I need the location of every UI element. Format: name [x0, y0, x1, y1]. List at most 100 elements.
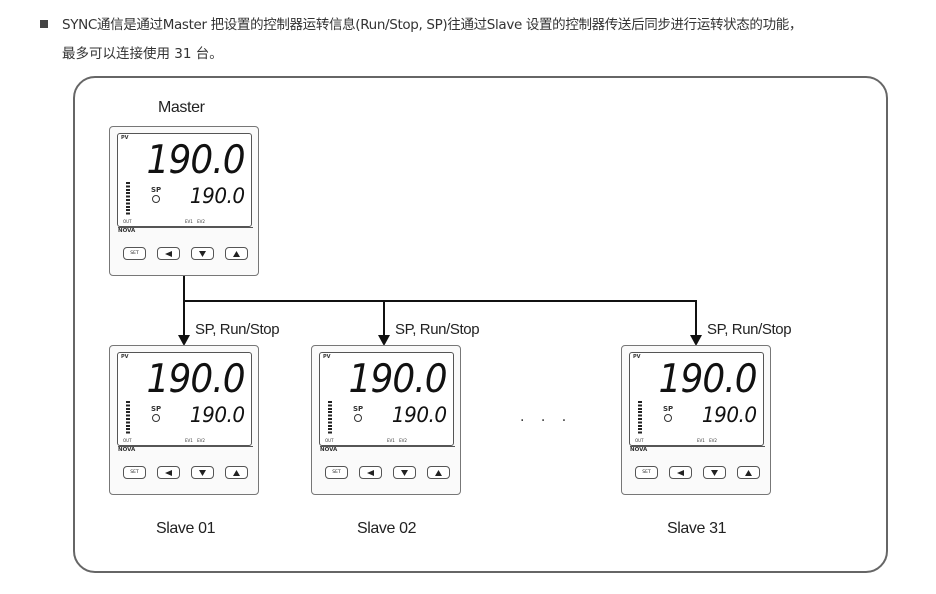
sp-tag: SP [663, 405, 674, 413]
slave-controller-01: PV 190.0 SP 190.0 OUT EV1 EV2 NOVA SET [109, 345, 259, 495]
set-button[interactable]: SET [123, 466, 146, 479]
triangle-left-icon [367, 469, 374, 476]
output-bargraph [638, 401, 642, 434]
triangle-left-icon [165, 250, 172, 257]
controller-housing: PV 190.0 SP 190.0 OUT EV1 EV2 NOVA SET [311, 345, 461, 495]
controller-housing: PV 190.0 SP 190.0 OUT EV1 EV2 NOVA SET [621, 345, 771, 495]
set-button[interactable]: SET [635, 466, 658, 479]
button-row: SET [635, 466, 761, 480]
left-button[interactable] [359, 466, 382, 479]
ev-tags: EV1 EV2 [185, 438, 205, 443]
signal-label-slave02: SP, Run/Stop [395, 321, 480, 338]
slave02-drop-wire [383, 300, 385, 336]
out-tag: OUT [325, 438, 334, 443]
brand-label: NOVA [320, 446, 455, 453]
intro-line-2: 最多可以连接使用 31 台。 [62, 46, 223, 62]
up-button[interactable] [225, 466, 248, 479]
up-button[interactable] [225, 247, 248, 260]
intro-line-1: SYNC通信是通过Master 把设置的控制器运转信息(Run/Stop, SP… [62, 17, 803, 33]
brand-label: NOVA [630, 446, 765, 453]
set-button[interactable]: SET [123, 247, 146, 260]
clock-icon [152, 195, 160, 203]
diagram-frame [73, 76, 888, 573]
arrow-down-icon [378, 335, 390, 346]
out-tag: OUT [635, 438, 644, 443]
ev-tags: EV1 EV2 [387, 438, 407, 443]
slave-controller-31: PV 190.0 SP 190.0 OUT EV1 EV2 NOVA SET [621, 345, 771, 495]
lcd-display: PV 190.0 SP 190.0 OUT EV1 EV2 [629, 352, 764, 446]
ellipsis: · · · [520, 413, 573, 429]
bullet-square-icon [40, 20, 48, 28]
lcd-display: PV 190.0 SP 190.0 OUT EV1 EV2 [319, 352, 454, 446]
lcd-display: PV 190.0 SP 190.0 OUT EV1 EV2 [117, 352, 252, 446]
pv-value: 190.0 [146, 357, 246, 402]
controller-housing: PV 190.0 SP 190.0 OUT EV1 EV2 NOVA SET [109, 345, 259, 495]
down-button[interactable] [703, 466, 726, 479]
left-button[interactable] [157, 247, 180, 260]
output-bargraph [126, 401, 130, 434]
output-bargraph [328, 401, 332, 434]
triangle-up-icon [233, 250, 240, 257]
down-button[interactable] [191, 466, 214, 479]
brand-label: NOVA [118, 227, 253, 234]
slave01-drop-wire [183, 318, 185, 336]
triangle-up-icon [233, 469, 240, 476]
sv-value: 190.0 [190, 403, 245, 427]
pv-value: 190.0 [658, 357, 758, 402]
left-button[interactable] [157, 466, 180, 479]
slave-controller-02: PV 190.0 SP 190.0 OUT EV1 EV2 NOVA SET [311, 345, 461, 495]
controller-housing: PV 190.0 SP 190.0 OUT EV1 EV2 NOVA SET [109, 126, 259, 276]
ev-tags: EV1 EV2 [185, 219, 205, 224]
signal-label-slave31: SP, Run/Stop [707, 321, 792, 338]
clock-icon [354, 414, 362, 422]
set-button[interactable]: SET [325, 466, 348, 479]
button-row: SET [123, 247, 249, 261]
slave-label-01: Slave 01 [156, 520, 216, 537]
master-drop-wire [183, 276, 185, 320]
up-button[interactable] [427, 466, 450, 479]
pv-tag: PV [121, 354, 129, 360]
sv-value: 190.0 [702, 403, 757, 427]
left-button[interactable] [669, 466, 692, 479]
output-bargraph [126, 182, 130, 215]
master-controller: PV 190.0 SP 190.0 OUT EV1 EV2 NOVA SET [109, 126, 259, 276]
down-button[interactable] [191, 247, 214, 260]
slave-label-31: Slave 31 [667, 520, 727, 537]
sync-bus-wire [183, 300, 697, 302]
triangle-left-icon [677, 469, 684, 476]
slave31-drop-wire [695, 300, 697, 336]
master-label: Master [158, 99, 205, 116]
button-row: SET [123, 466, 249, 480]
sp-tag: SP [151, 405, 162, 413]
down-button[interactable] [393, 466, 416, 479]
sp-tag: SP [151, 186, 162, 194]
triangle-down-icon [401, 469, 408, 476]
sv-value: 190.0 [190, 184, 245, 208]
triangle-up-icon [745, 469, 752, 476]
arrow-down-icon [690, 335, 702, 346]
clock-icon [664, 414, 672, 422]
triangle-down-icon [711, 469, 718, 476]
signal-label-slave01: SP, Run/Stop [195, 321, 280, 338]
clock-icon [152, 414, 160, 422]
triangle-down-icon [199, 469, 206, 476]
pv-tag: PV [633, 354, 641, 360]
triangle-left-icon [165, 469, 172, 476]
triangle-up-icon [435, 469, 442, 476]
pv-tag: PV [121, 135, 129, 141]
arrow-down-icon [178, 335, 190, 346]
out-tag: OUT [123, 219, 132, 224]
sp-tag: SP [353, 405, 364, 413]
slave-label-02: Slave 02 [357, 520, 417, 537]
sv-value: 190.0 [392, 403, 447, 427]
pv-value: 190.0 [146, 138, 246, 183]
ev-tags: EV1 EV2 [697, 438, 717, 443]
pv-tag: PV [323, 354, 331, 360]
lcd-display: PV 190.0 SP 190.0 OUT EV1 EV2 [117, 133, 252, 227]
up-button[interactable] [737, 466, 760, 479]
pv-value: 190.0 [348, 357, 448, 402]
out-tag: OUT [123, 438, 132, 443]
brand-label: NOVA [118, 446, 253, 453]
triangle-down-icon [199, 250, 206, 257]
button-row: SET [325, 466, 451, 480]
